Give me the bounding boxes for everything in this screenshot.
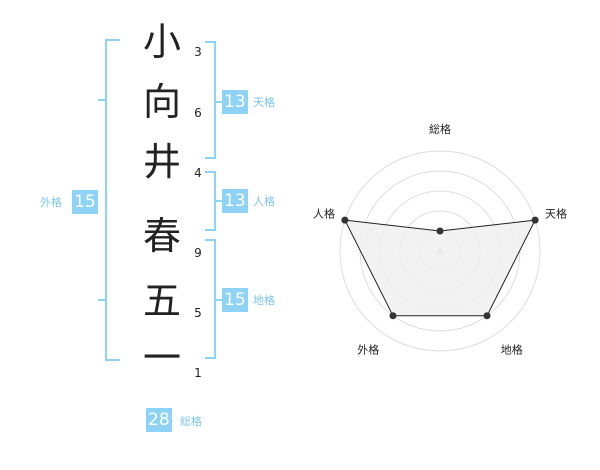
radar-axis-label-5: 人格 bbox=[313, 206, 335, 220]
stroke-count-6: 1 bbox=[194, 366, 202, 380]
jinkaku-label: 人格 bbox=[253, 195, 275, 208]
radar-axis-label-2: 天格 bbox=[545, 206, 567, 220]
jinkaku-badge: 13 bbox=[222, 189, 248, 213]
name-char-4: 春 bbox=[142, 214, 181, 258]
tenkaku-bracket bbox=[205, 41, 216, 159]
stroke-count-3: 4 bbox=[194, 166, 202, 180]
gaikaku-label: 外格 bbox=[40, 196, 62, 209]
tenkaku-badge: 13 bbox=[222, 90, 248, 114]
radar-axis-label-3: 地格 bbox=[501, 343, 523, 357]
stroke-count-5: 5 bbox=[194, 306, 202, 320]
radar-point-5 bbox=[341, 216, 349, 224]
name-char-1: 小 bbox=[142, 20, 181, 64]
radar-point-2 bbox=[531, 216, 539, 224]
radar-series-polygon bbox=[344, 219, 536, 317]
name-char-3: 井 bbox=[142, 140, 181, 184]
radar-axis-label-4: 外格 bbox=[357, 343, 379, 357]
name-char-2: 向 bbox=[142, 80, 181, 124]
soukaku-badge: 28 bbox=[146, 408, 172, 432]
gaikaku-badge: 15 bbox=[72, 190, 98, 214]
name-char-5: 五 bbox=[142, 279, 181, 323]
stroke-count-1: 3 bbox=[194, 45, 202, 59]
tenkaku-label: 天格 bbox=[253, 96, 275, 109]
chikaku-label: 地格 bbox=[253, 294, 275, 307]
radar-grid-ring bbox=[339, 150, 541, 352]
gaikaku-bracket bbox=[105, 39, 120, 361]
radar-axis-label-1: 総格 bbox=[429, 122, 451, 136]
chikaku-badge: 15 bbox=[222, 288, 248, 312]
radar-point-1 bbox=[436, 227, 444, 235]
radar-point-4 bbox=[389, 312, 397, 320]
stroke-count-2: 6 bbox=[194, 106, 202, 120]
soukaku-label: 総格 bbox=[180, 415, 202, 428]
stroke-count-4: 9 bbox=[194, 246, 202, 260]
name-char-6: 一 bbox=[142, 336, 181, 380]
radar-point-3 bbox=[483, 312, 491, 320]
